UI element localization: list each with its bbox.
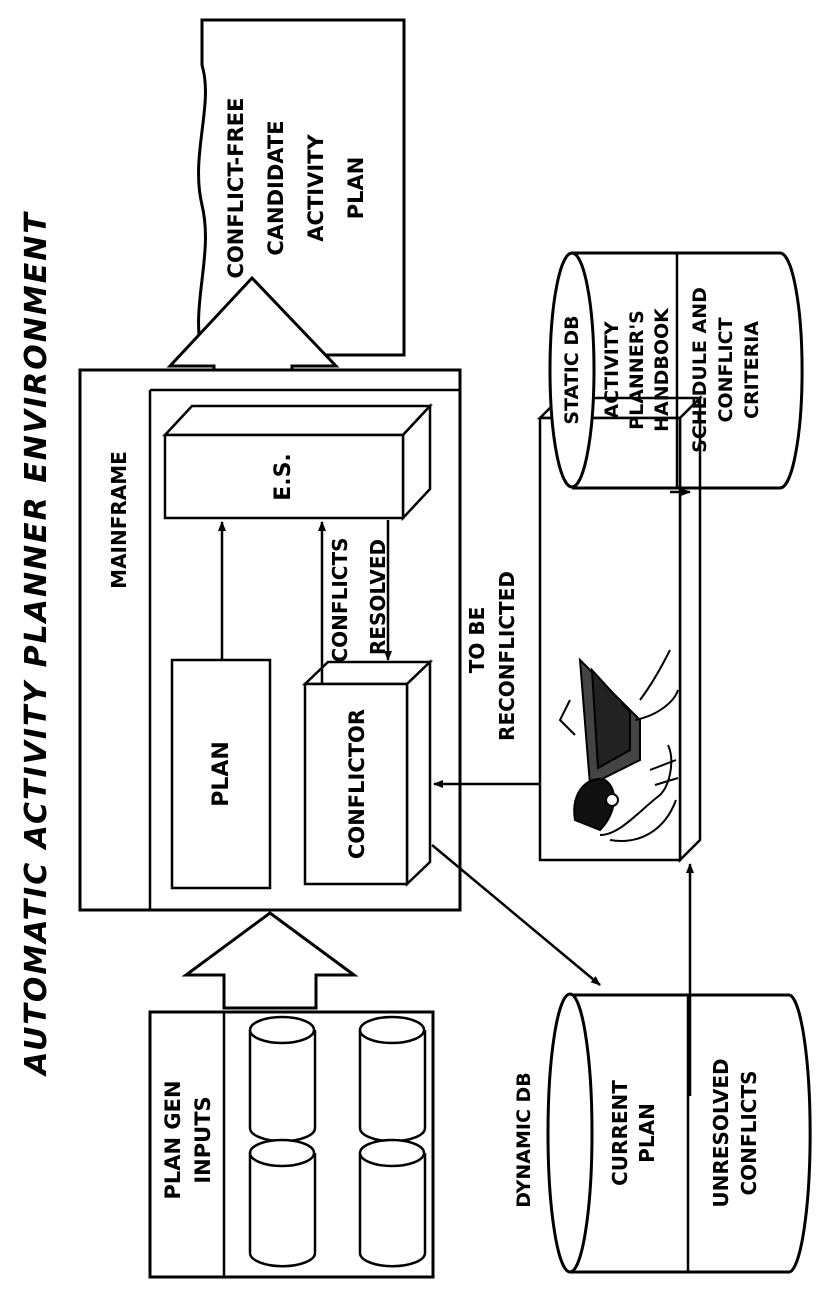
plan-label: PLAN: [209, 741, 234, 807]
input-db-icon: [248, 1138, 317, 1268]
static-db-criteria-line-2: CONFLICT: [715, 317, 737, 422]
input-db-icon: [358, 1015, 427, 1143]
diagram-title: AUTOMATIC ACTIVITY PLANNER ENVIRONMENT: [19, 211, 54, 1077]
static-db-handbook-line-3: HANDBOOK: [651, 307, 673, 432]
output-doc-line-3: ACTIVITY: [304, 134, 328, 242]
es-label: E.S.: [271, 453, 296, 501]
inputs-arrow: [181, 911, 359, 1010]
dynamic-db-current-plan-line-1: CURRENT: [608, 1080, 632, 1186]
static-db-cylinder: STATIC DB ACTIVITY PLANNER'S HANDBOOK SC…: [548, 251, 804, 490]
dynamic-db-current-plan-line-2: PLAN: [635, 1103, 659, 1163]
mainframe-label: MAINFRAME: [107, 451, 131, 589]
input-db-icon: [358, 1138, 427, 1268]
dynamic-db-unresolved-line-1: UNRESOLVED: [709, 1058, 733, 1207]
output-plan-document: CONFLICT-FREE CANDIDATE ACTIVITY PLAN: [197, 18, 406, 357]
inputs-line-1: PLAN GEN: [161, 1080, 185, 1199]
static-db-criteria-line-3: CRITERIA: [741, 321, 763, 419]
output-doc-line-4: PLAN: [344, 157, 368, 220]
conflictor-to-dynamic-db-arrow: [431, 844, 601, 986]
output-doc-line-2: CANDIDATE: [264, 120, 288, 255]
operator-terminal-icon: [558, 649, 679, 842]
resolved-label: RESOLVED: [366, 539, 390, 655]
expert-system-box: E.S.: [162, 402, 433, 522]
reconflict-line-2: RECONFLICTED: [495, 571, 519, 741]
plan-gen-inputs-box: PLAN GEN INPUTS: [148, 1010, 435, 1279]
static-db-header: STATIC DB: [561, 315, 583, 424]
plan-box: PLAN: [170, 658, 272, 890]
conflicts-label: CONFLICTS: [328, 538, 352, 663]
dynamic-db-header: DYNAMIC DB: [513, 1072, 535, 1208]
conflictor-box: CONFLICTOR: [301, 659, 434, 887]
static-db-handbook-line-2: PLANNER'S: [626, 310, 648, 430]
static-db-criteria-line-1: SCHEDULE AND: [689, 287, 711, 453]
conflictor-label: CONFLICTOR: [345, 709, 369, 859]
reconflict-line-1: TO BE: [465, 607, 489, 674]
output-doc-line-1: CONFLICT-FREE: [224, 98, 248, 279]
inputs-line-2: INPUTS: [191, 1096, 215, 1183]
dynamic-db-unresolved-line-2: CONFLICTS: [737, 1071, 761, 1196]
static-db-handbook-line-1: ACTIVITY: [601, 321, 623, 418]
dynamic-db-cylinder: CURRENT PLAN UNRESOLVED CONFLICTS: [546, 992, 812, 1274]
